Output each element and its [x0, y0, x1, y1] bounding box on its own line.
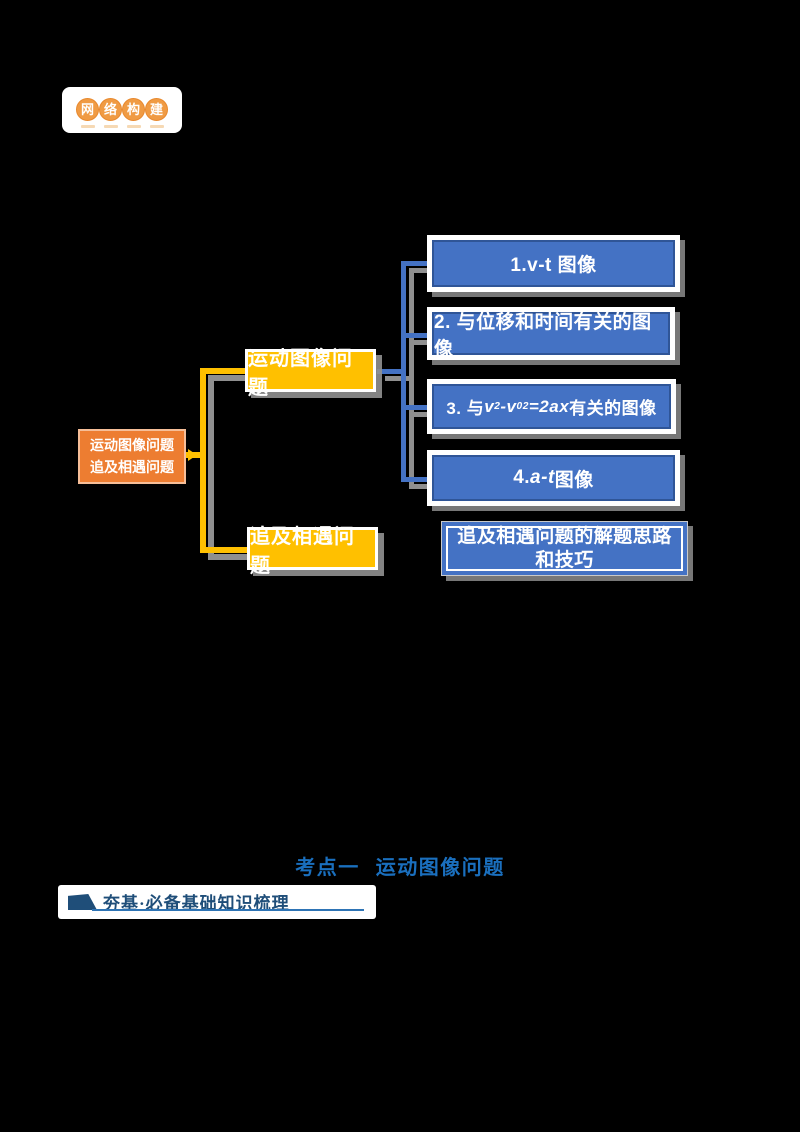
- leaf-number: 4.: [513, 467, 531, 488]
- formula-minus: -: [500, 396, 507, 416]
- badge-dash: [80, 125, 95, 128]
- connector-shadow: [409, 340, 429, 345]
- connector-shadow: [409, 484, 429, 489]
- connector-branch1-out: [377, 369, 404, 374]
- branch-node-motion-graphs: 运动图像问题: [245, 348, 376, 399]
- badge-circle-icon: 构: [122, 98, 145, 121]
- exam-point-name: 运动图像问题: [375, 857, 505, 879]
- badge-char-text: 构: [126, 102, 140, 117]
- formula-suffix: 有关的图像: [569, 399, 657, 418]
- leaf-node-at-graph: 4. a-t 图像: [427, 450, 680, 506]
- root-node-line1: 运动图像问题: [90, 436, 174, 453]
- root-node: 运动图像问题 追及相遇问题: [78, 429, 186, 484]
- connector-shadow: [385, 376, 409, 381]
- badge-dash: [103, 125, 118, 128]
- connector-shadow: [208, 375, 214, 560]
- leaf-box: 追及相遇问题的解题思路 和技巧: [446, 526, 683, 571]
- badge-char-text: 网: [80, 102, 94, 117]
- connector-to-leaf2: [401, 333, 432, 338]
- connector-arrow-icon: [188, 449, 197, 461]
- subsection-underline: [92, 909, 364, 911]
- badge-char: 构: [122, 98, 145, 128]
- connector-shadow: [208, 554, 248, 560]
- connector-leaves-vertical: [401, 261, 406, 482]
- exam-point-number: 考点一: [295, 857, 360, 879]
- connector-shadow: [208, 375, 246, 381]
- leaf-formula: a-t: [530, 467, 555, 488]
- root-node-line2: 追及相遇问题: [90, 458, 174, 475]
- connector-to-leaf3: [401, 405, 432, 410]
- connector-to-leaf1: [401, 261, 432, 266]
- leaf-suffix: 图像: [554, 469, 594, 491]
- badge-circle-icon: 络: [99, 98, 122, 121]
- flag-icon: [68, 894, 97, 910]
- formula-v2-sup: 2: [522, 401, 529, 412]
- formula-v1-sup: 2: [494, 401, 501, 412]
- formula-prefix: 3. 与: [446, 399, 485, 418]
- leaf-box: 1.v-t 图像: [432, 240, 675, 287]
- leaf-label: 2. 与位移和时间有关的图像: [434, 311, 652, 360]
- formula-v2-sub: 0: [516, 401, 523, 412]
- badge-char: 网: [76, 98, 99, 128]
- formula-v2: v: [506, 396, 517, 416]
- branch-node-chase-encounter: 追及相遇问题: [247, 526, 378, 577]
- leaf-box: 2. 与位移和时间有关的图像: [432, 312, 670, 360]
- subsection-label: 夯基·必备基础知识梳理: [103, 894, 290, 913]
- badge-circle-icon: 网: [76, 98, 99, 121]
- badge-char: 建: [145, 98, 168, 128]
- badge-dash: [126, 125, 141, 128]
- exam-point-title: 考点一运动图像问题: [0, 851, 800, 880]
- formula-rest: =2ax: [528, 396, 570, 416]
- branch-label: 追及相遇问题: [250, 525, 355, 577]
- leaf-box: 4. a-t 图像: [432, 455, 675, 501]
- leaf-label: 1.v-t 图像: [510, 255, 597, 276]
- leaf-line2: 和技巧: [535, 549, 594, 571]
- connector-shadow: [409, 268, 429, 273]
- badge-dash: [149, 125, 164, 128]
- badge-char-text: 络: [103, 102, 117, 117]
- connector-shadow: [409, 268, 414, 484]
- leaf-line1: 追及相遇问题的解题思路: [457, 525, 672, 547]
- connector-to-branch2: [200, 547, 247, 553]
- branch-label: 运动图像问题: [248, 347, 353, 399]
- connector-shadow: [409, 412, 429, 417]
- connector-trunk-vertical: [200, 368, 206, 553]
- badge-circle-icon: 建: [145, 98, 168, 121]
- formula-v1: v: [484, 396, 495, 416]
- badge-char: 络: [99, 98, 122, 128]
- leaf-node-vt-graph: 1.v-t 图像: [427, 235, 680, 292]
- leaf-node-chase-methods: 追及相遇问题的解题思路 和技巧: [441, 521, 688, 576]
- network-construction-badge: 网 络 构 建: [62, 87, 182, 133]
- connector-to-leaf4: [401, 477, 432, 482]
- connector-to-branch1: [200, 368, 245, 374]
- subsection-header: 夯基·必备基础知识梳理: [58, 885, 376, 919]
- badge-char-text: 建: [149, 102, 163, 117]
- leaf-node-displacement-time-graph: 2. 与位移和时间有关的图像: [427, 307, 675, 360]
